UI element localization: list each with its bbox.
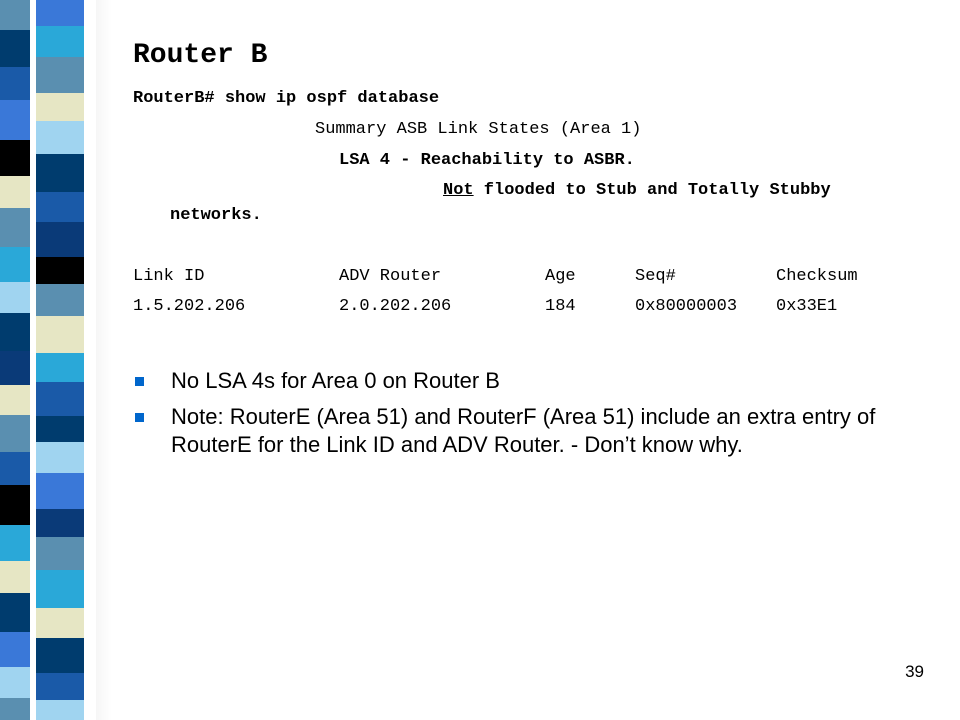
bullet-list: No LSA 4s for Area 0 on Router B Note: R… bbox=[133, 367, 933, 467]
cli-flood-note-not: Not bbox=[443, 181, 474, 200]
bullet-item: Note: RouterE (Area 51) and RouterF (Are… bbox=[133, 403, 933, 459]
cli-command: RouterB# show ip ospf database bbox=[133, 89, 440, 108]
cli-section-header: Summary ASB Link States (Area 1) bbox=[315, 120, 642, 139]
cell-age: 184 bbox=[545, 297, 576, 316]
slide-title: Router B bbox=[133, 40, 268, 71]
col-header-age: Age bbox=[545, 267, 576, 286]
stripe-right-column bbox=[36, 0, 84, 720]
cell-seq: 0x80000003 bbox=[635, 297, 738, 316]
square-bullet-icon bbox=[135, 377, 144, 386]
stripe-left-column bbox=[0, 0, 30, 720]
decorative-stripe-bar bbox=[0, 0, 84, 720]
cli-lsa-note: LSA 4 - Reachability to ASBR. bbox=[339, 151, 635, 170]
col-header-adv-router: ADV Router bbox=[339, 267, 442, 286]
page-number: 39 bbox=[905, 662, 924, 681]
col-header-checksum: Checksum bbox=[776, 267, 858, 286]
square-bullet-icon bbox=[135, 413, 144, 422]
bullet-item: No LSA 4s for Area 0 on Router B bbox=[133, 367, 933, 395]
cell-link-id: 1.5.202.206 bbox=[133, 297, 246, 316]
cell-checksum: 0x33E1 bbox=[776, 297, 838, 316]
col-header-link-id: Link ID bbox=[133, 267, 205, 286]
cli-flood-note-rest: flooded to Stub and Totally Stubby bbox=[473, 181, 831, 200]
bullet-text: No LSA 4s for Area 0 on Router B bbox=[171, 368, 500, 393]
bullet-text: Note: RouterE (Area 51) and RouterF (Are… bbox=[171, 404, 876, 457]
cli-flood-note-cont: networks. bbox=[170, 206, 262, 225]
col-header-seq: Seq# bbox=[635, 267, 676, 286]
cell-adv-router: 2.0.202.206 bbox=[339, 297, 452, 316]
cli-flood-note: Not flooded to Stub and Totally Stubby bbox=[443, 181, 831, 200]
